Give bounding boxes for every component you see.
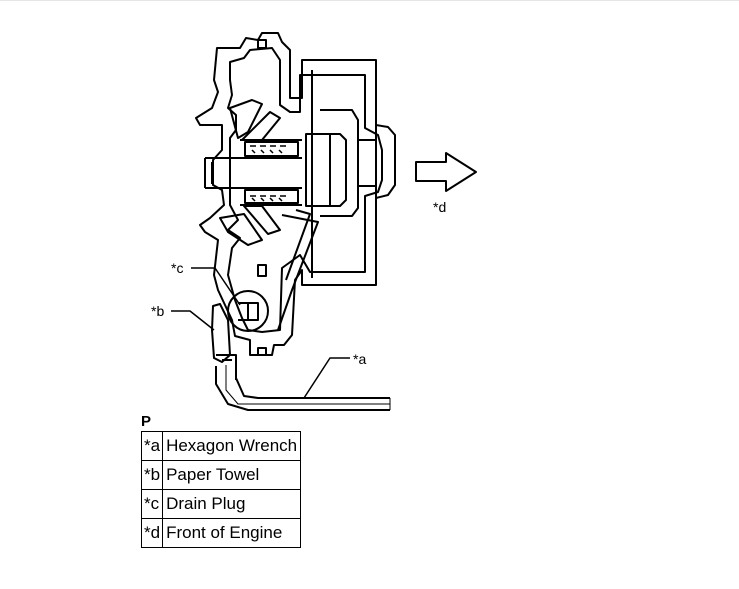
- fluid-coupling-diagram: *d *c *b *a: [151, 32, 477, 411]
- lower-vane: [219, 213, 263, 246]
- housing-inner: [227, 47, 383, 333]
- callout-b: *b: [151, 303, 164, 319]
- housing-outline: [195, 32, 396, 356]
- legend-label: Front of Engine: [162, 518, 302, 548]
- callout-c: *c: [171, 260, 183, 276]
- legend-table: *a Hexagon Wrench *b Paper Towel *c Drai…: [140, 431, 302, 548]
- drain-plug-circle: [227, 290, 269, 332]
- legend-label: Paper Towel: [162, 460, 302, 490]
- figure-caption: P: [141, 413, 152, 430]
- leader-b: [171, 310, 215, 331]
- lower-vane-2: [243, 205, 281, 235]
- legend-label: Hexagon Wrench: [162, 431, 302, 461]
- upper-vane-2: [241, 111, 281, 141]
- paper-towel: [211, 303, 231, 363]
- shaft: [204, 157, 302, 189]
- legend-row: *b Paper Towel: [140, 460, 302, 490]
- legend-row: *d Front of Engine: [140, 518, 302, 548]
- callout-a: *a: [353, 351, 366, 367]
- hex-wrench-inner: [225, 365, 391, 410]
- bearing-marks: [250, 145, 286, 202]
- housing-tab-top: [257, 39, 267, 49]
- front-arrow: [415, 152, 477, 192]
- top-divider: [0, 0, 739, 1]
- flange-detail: [311, 70, 377, 278]
- legend-key: *c: [140, 489, 164, 519]
- legend-key: *a: [140, 431, 164, 461]
- rotor-block: [305, 133, 347, 207]
- bearing: [240, 139, 302, 206]
- drain-channel: [277, 209, 319, 331]
- legend-row: *c Drain Plug: [140, 489, 302, 519]
- upper-vane: [229, 99, 263, 139]
- housing-tab-bottom: [257, 264, 267, 356]
- legend-label: Drain Plug: [162, 489, 302, 519]
- leader-c: [191, 267, 241, 306]
- leader-a: [303, 357, 350, 399]
- legend-key: *d: [140, 518, 164, 548]
- legend-key: *b: [140, 460, 164, 490]
- drain-plug: [238, 302, 259, 321]
- legend-row: *a Hexagon Wrench: [140, 431, 302, 461]
- hex-wrench: [215, 354, 390, 411]
- callout-d: *d: [433, 199, 446, 215]
